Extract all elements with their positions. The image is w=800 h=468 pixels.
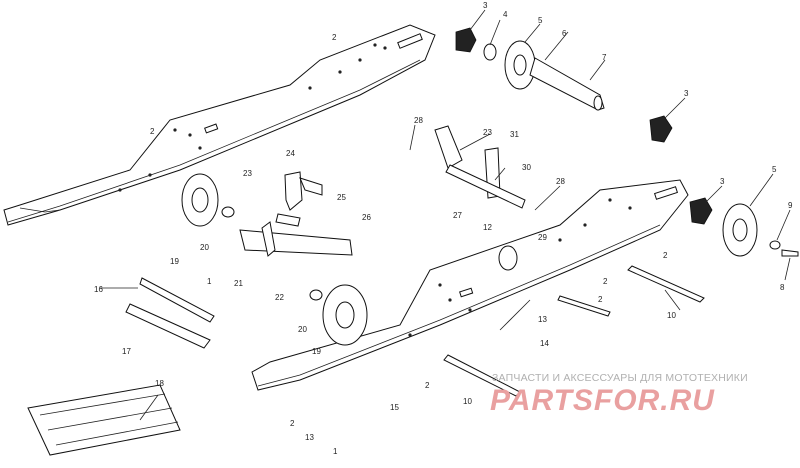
callout-9: 9: [788, 201, 793, 210]
callout-29-r: 28: [556, 177, 565, 186]
idler-wheel-upper: [455, 27, 605, 111]
leader-lines: [100, 9, 791, 421]
callout-8: 8: [780, 283, 785, 292]
callout-25: 25: [337, 193, 346, 202]
callout-27: 27: [453, 211, 462, 220]
callout-24: 24: [286, 149, 295, 158]
rear-arm: [434, 125, 526, 271]
callout-23-rear: 23: [483, 128, 492, 137]
callout-2-c: 2: [425, 381, 430, 390]
callout-28: 29: [538, 233, 547, 242]
callout-3: 3: [483, 1, 488, 10]
callout-1: 1: [207, 277, 212, 286]
callout-20-b: 20: [298, 325, 307, 334]
callout-2-r3: 2: [598, 295, 603, 304]
callout-22: 22: [275, 293, 284, 302]
callout-29: 28: [414, 116, 423, 125]
callout-2-r1: 2: [663, 251, 668, 260]
callout-23: 23: [243, 169, 252, 178]
callout-15: 15: [390, 403, 399, 412]
watermark-logo: PARTSFOR.RU: [490, 384, 715, 417]
callout-6: 6: [562, 29, 567, 38]
callout-10-lower: 10: [463, 397, 472, 406]
callout-10: 10: [667, 311, 676, 320]
callout-13-b: 13: [305, 433, 314, 442]
idler-wheel-right: [649, 115, 799, 257]
callout-21: 21: [234, 279, 243, 288]
callout-5: 5: [538, 16, 543, 25]
callout-16: 16: [94, 285, 103, 294]
callout-2-ml: 2: [150, 127, 155, 136]
callout-3-lower: 3: [720, 177, 725, 186]
callout-31: 31: [510, 130, 519, 139]
callout-19-b: 19: [312, 347, 321, 356]
callout-12: 12: [483, 223, 492, 232]
bogie-wheels: [181, 173, 368, 346]
callout-20: 20: [200, 243, 209, 252]
cross-shafts: [125, 265, 705, 397]
callout-17: 17: [122, 347, 131, 356]
callout-14: 14: [540, 339, 549, 348]
callout-26: 26: [362, 213, 371, 222]
left-rail: [3, 24, 436, 226]
callout-19: 19: [170, 257, 179, 266]
watermark-caption: ЗАПЧАСТИ И АКСЕССУАРЫ ДЛЯ МОТОТЕХНИКИ: [492, 372, 748, 384]
callout-5-right: 5: [772, 165, 777, 174]
callout-18: 18: [155, 379, 164, 388]
callout-13: 13: [538, 315, 547, 324]
slide-rail: [27, 384, 181, 456]
callout-1-b: 1: [333, 447, 338, 456]
pivot-arm: [239, 171, 353, 257]
callout-2-tl: 2: [332, 33, 337, 42]
right-rail: [251, 179, 689, 391]
callout-30: 30: [522, 163, 531, 172]
callout-2-r2: 2: [603, 277, 608, 286]
callout-4: 4: [503, 10, 508, 19]
callout-labels: 3 4 5 6 7 3 3 5 9 8 10 2 2 2 13 14 10 15…: [94, 1, 793, 456]
callout-2-b: 2: [290, 419, 295, 428]
callout-3-right: 3: [684, 89, 689, 98]
callout-7: 7: [602, 53, 607, 62]
